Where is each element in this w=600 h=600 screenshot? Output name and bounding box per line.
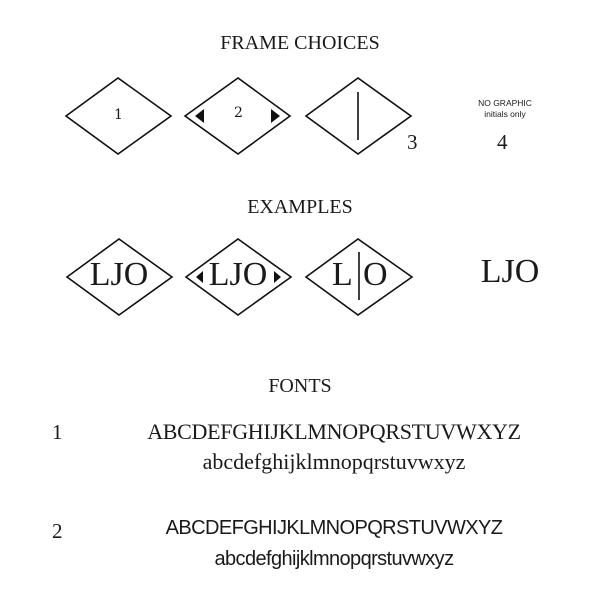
example-3-diamond	[304, 238, 414, 316]
font-1-lowercase: abcdefghijklmnopqrstuvwxyz	[202, 449, 466, 474]
frame-2-diamond	[183, 77, 292, 155]
examples-title: EXAMPLES	[247, 196, 353, 218]
example-4-monogram: LJO	[480, 253, 540, 290]
font-2-number: 2	[52, 519, 63, 543]
frame-2-right-arrow-icon	[271, 109, 280, 123]
font-1-uppercase: ABCDEFGHIJKLMNOPQRSTUVWXYZ	[147, 419, 521, 444]
frame-4-label-line1: NO GRAPHIC	[478, 98, 532, 108]
frame-1-diamond	[64, 77, 173, 155]
frame-2-left-arrow-icon	[195, 109, 204, 123]
frame-3-number: 3	[407, 130, 418, 154]
example-2-monogram: LJO	[208, 256, 268, 293]
example-3-right-initial: O	[363, 256, 388, 293]
example-2-left-arrow-icon	[196, 271, 203, 283]
font-1-number: 1	[52, 420, 63, 444]
frame-2-number: 2	[234, 105, 243, 121]
frame-4-number: 4	[497, 130, 508, 154]
font-2-uppercase: ABCDEFGHIJKLMNOPQRSTUVWXYZ	[165, 517, 503, 539]
example-2-right-arrow-icon	[274, 271, 281, 283]
frame-4-label-line2: initials only	[484, 109, 526, 119]
frame-3-diamond	[304, 77, 413, 155]
example-1-diamond	[65, 238, 174, 316]
example-2-diamond	[184, 238, 293, 316]
example-1-monogram: LJO	[89, 256, 149, 293]
font-2-lowercase: abcdefghijklmnopqrstuvwxyz	[214, 548, 455, 570]
frame-1-number: 1	[114, 107, 123, 123]
fonts-title: FONTS	[268, 375, 332, 397]
frame-choices-title: FRAME CHOICES	[220, 32, 380, 54]
example-3-left-initial: L	[332, 256, 353, 293]
frame-4-label: NO GRAPHIC initials only	[455, 98, 555, 120]
